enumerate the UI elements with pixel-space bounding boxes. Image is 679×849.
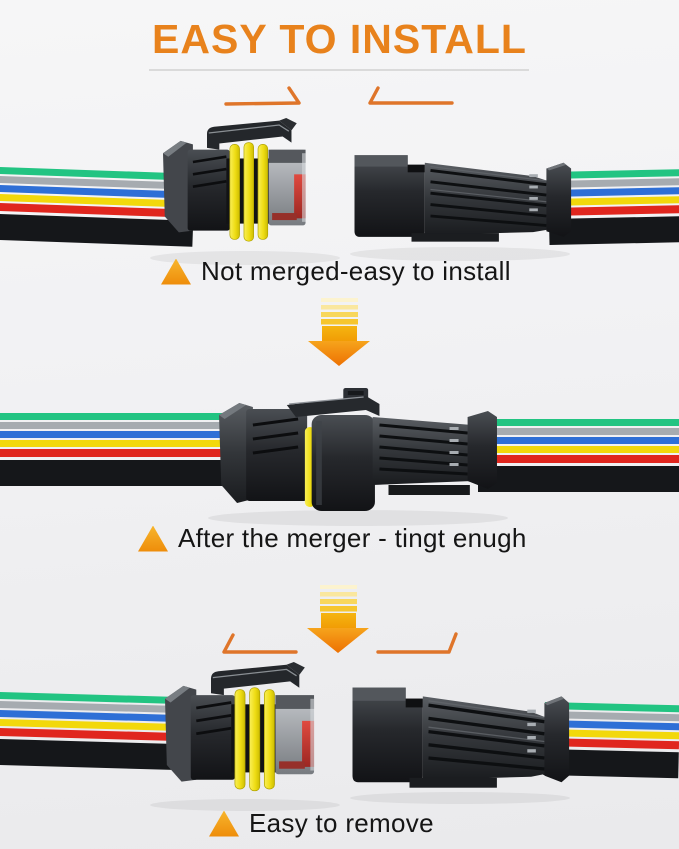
step2-caption-label: After the merger - tingt enugh: [178, 523, 527, 553]
triangle-up-icon: [209, 810, 239, 837]
step2-right-wire-bundle: [478, 419, 679, 492]
press-mark-left: [224, 86, 301, 106]
step2-caption: After the merger - tingt enugh: [138, 523, 527, 554]
step1-caption: Not merged-easy to install: [161, 256, 511, 287]
page-title: EASY TO INSTALL: [152, 16, 527, 62]
arrow-down-icon: [308, 298, 370, 366]
step3-connector-photo: [0, 660, 679, 811]
step1-female-connector: [161, 116, 307, 243]
step2-merged-connector: [217, 386, 499, 513]
arrow-down-icon: [307, 585, 369, 653]
triangle-up-icon: [138, 525, 168, 552]
title-underline: [149, 69, 529, 71]
pull-apart-marks: [222, 632, 458, 654]
step1-connector-photo: [0, 116, 679, 265]
triangle-up-icon: [161, 258, 191, 285]
push-together-marks: [224, 86, 454, 106]
step3-caption: Easy to remove: [209, 808, 434, 839]
pull-mark-left: [222, 633, 298, 654]
step3-male-connector: [350, 685, 571, 790]
step2-left-wire-bundle: [0, 413, 235, 486]
step3-female-connector: [163, 660, 316, 793]
step1-male-connector: [353, 153, 573, 244]
step3-caption-label: Easy to remove: [249, 808, 434, 838]
step2-connector-photo: [0, 386, 679, 526]
step3-left-wire-bundle: [0, 692, 192, 771]
step1-caption-label: Not merged-easy to install: [201, 256, 511, 286]
press-mark-right: [368, 86, 454, 105]
pull-mark-right: [376, 632, 458, 654]
